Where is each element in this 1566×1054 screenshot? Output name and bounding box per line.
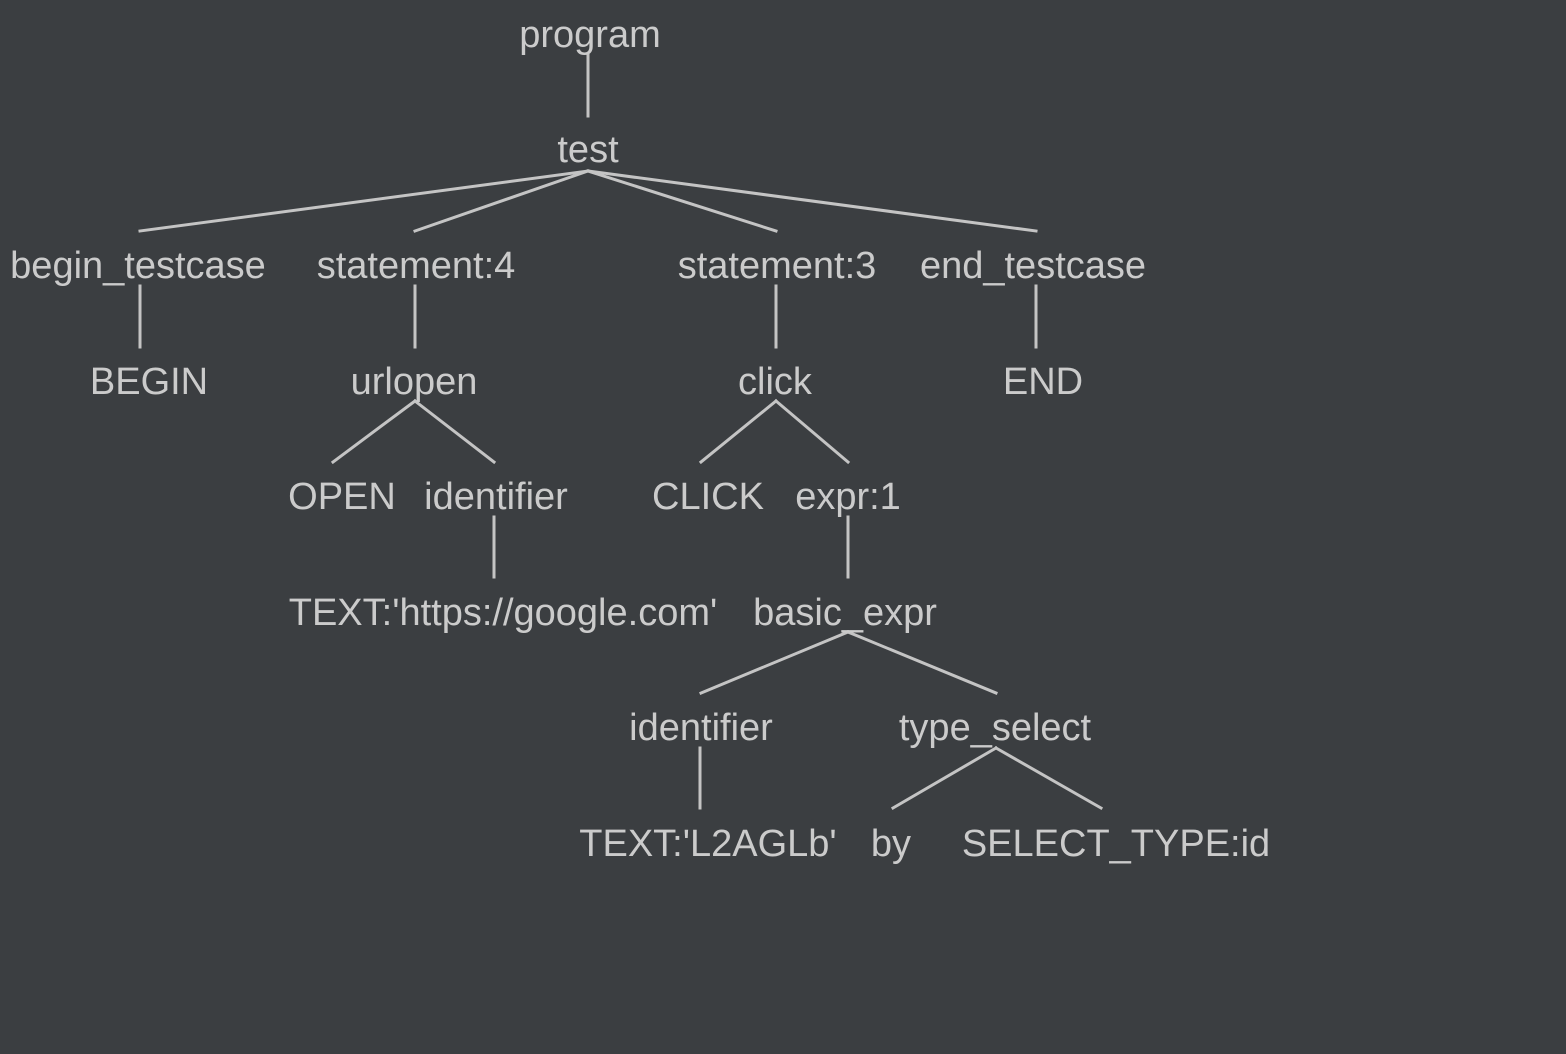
node-test: test — [557, 129, 619, 171]
node-begin: BEGIN — [90, 361, 208, 403]
edge-click-click-token — [698, 398, 779, 465]
node-expr-1: expr:1 — [795, 476, 901, 518]
node-click: click — [738, 361, 813, 403]
edge-type-select-select-type-id — [993, 745, 1104, 811]
node-urlopen: urlopen — [351, 361, 478, 403]
node-begin-testcase: begin_testcase — [10, 245, 266, 287]
node-identifier-url: identifier — [424, 476, 568, 518]
node-text-url: TEXT:'https://google.com' — [289, 592, 717, 634]
edge-test-statement-3 — [586, 169, 778, 233]
edge-urlopen-identifier — [412, 398, 497, 465]
node-statement-4: statement:4 — [317, 245, 516, 287]
node-end-testcase: end_testcase — [920, 245, 1146, 287]
node-program: program — [519, 14, 661, 56]
edge-type-select-by — [890, 745, 999, 811]
edge-urlopen-open — [330, 398, 418, 465]
node-identifier-l2aglb: identifier — [629, 707, 773, 749]
node-by: by — [871, 823, 911, 865]
edge-test-begin-testcase — [138, 169, 590, 233]
edge-test-end-testcase — [586, 169, 1038, 233]
node-open: OPEN — [288, 476, 396, 518]
node-text-l2aglb: TEXT:'L2AGLb' — [579, 823, 836, 865]
tree-labels: program test begin_testcase statement:4 … — [10, 14, 1270, 865]
edge-test-statement-4 — [413, 169, 590, 233]
node-basic-expr: basic_expr — [753, 592, 937, 634]
node-statement-3: statement:3 — [678, 245, 877, 287]
tree-edges — [138, 53, 1104, 811]
edge-click-expr-1 — [773, 398, 851, 465]
edge-basic-expr-identifier — [699, 630, 850, 695]
node-select-type-id: SELECT_TYPE:id — [962, 823, 1270, 865]
node-type-select: type_select — [899, 707, 1092, 749]
node-end: END — [1003, 361, 1083, 403]
node-click-token: CLICK — [652, 476, 764, 518]
edge-basic-expr-type-select — [846, 630, 998, 695]
